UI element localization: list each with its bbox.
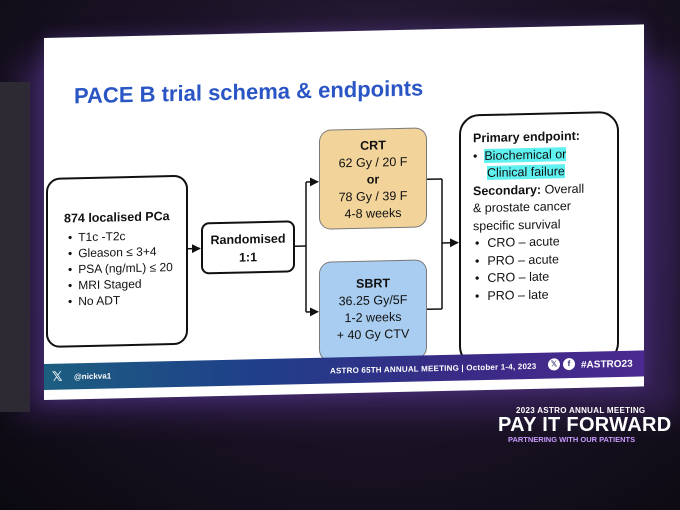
side-screen bbox=[0, 82, 30, 412]
slide-title: PACE B trial schema & endpoints bbox=[74, 75, 424, 109]
primary-endpoint-highlight-1: Biochemical or bbox=[484, 146, 567, 163]
crt-arm-box: CRT 62 Gy / 20 F or 78 Gy / 39 F 4-8 wee… bbox=[319, 127, 427, 230]
hashtag: #ASTRO23 bbox=[581, 358, 633, 371]
criteria-item: MRI Staged bbox=[68, 276, 186, 293]
crt-duration: 4-8 weeks bbox=[344, 205, 402, 221]
endpoints-box: Primary endpoint: • Biochemical or Clini… bbox=[459, 110, 619, 367]
branding-subline: PARTNERING WITH OUR PATIENTS bbox=[508, 435, 636, 444]
social-icons: 𝕏 f bbox=[548, 357, 575, 371]
x-social-icon: 𝕏 bbox=[548, 358, 560, 371]
meeting-info: ASTRO 65TH ANNUAL MEETING | October 1-4,… bbox=[330, 361, 537, 376]
secondary-label: Secondary: bbox=[473, 182, 542, 198]
presenter-handle: @nickva1 bbox=[74, 371, 112, 382]
event-branding: 2023 ASTRO ANNUAL MEETING PAY IT FORWARD… bbox=[498, 406, 678, 444]
branding-year-line: 2023 ASTRO ANNUAL MEETING bbox=[516, 406, 646, 415]
population-heading: 874 localised PCa bbox=[64, 209, 170, 226]
criteria-item: Gleason ≤ 3+4 bbox=[68, 244, 186, 261]
branding-tagline: PAY IT FORWARD bbox=[498, 414, 672, 436]
criteria-item: PSA (ng/mL) ≤ 20 bbox=[68, 260, 186, 277]
population-box: 874 localised PCa T1c -T2c Gleason ≤ 3+4… bbox=[46, 174, 188, 348]
secondary-text-1: Overall bbox=[544, 181, 585, 197]
x-logo-icon: 𝕏 bbox=[52, 368, 63, 384]
facebook-icon: f bbox=[563, 357, 575, 371]
slide: PACE B trial schema & endpoints 874 loca… bbox=[44, 24, 644, 401]
sbrt-arm-box: SBRT 36.25 Gy/5F 1-2 weeks + 40 Gy CTV bbox=[319, 259, 427, 362]
randomisation-box: Randomised 1:1 bbox=[201, 220, 295, 275]
randomisation-ratio: 1:1 bbox=[238, 249, 258, 265]
randomisation-label: Randomised bbox=[210, 231, 286, 248]
secondary-item: PRO – late bbox=[475, 284, 617, 305]
secondary-endpoints-list: CRO – acute PRO – acute CRO – late PRO –… bbox=[473, 232, 617, 305]
criteria-item: T1c -T2c bbox=[68, 228, 186, 245]
primary-endpoint-highlight-2: Clinical failure bbox=[487, 164, 565, 180]
sbrt-ctv-boost: + 40 Gy CTV bbox=[336, 326, 410, 342]
criteria-item: No ADT bbox=[68, 292, 186, 309]
slide-footer: 𝕏 @nickva1 ASTRO 65TH ANNUAL MEETING | O… bbox=[44, 350, 644, 390]
population-criteria-list: T1c -T2c Gleason ≤ 3+4 PSA (ng/mL) ≤ 20 … bbox=[64, 228, 186, 309]
